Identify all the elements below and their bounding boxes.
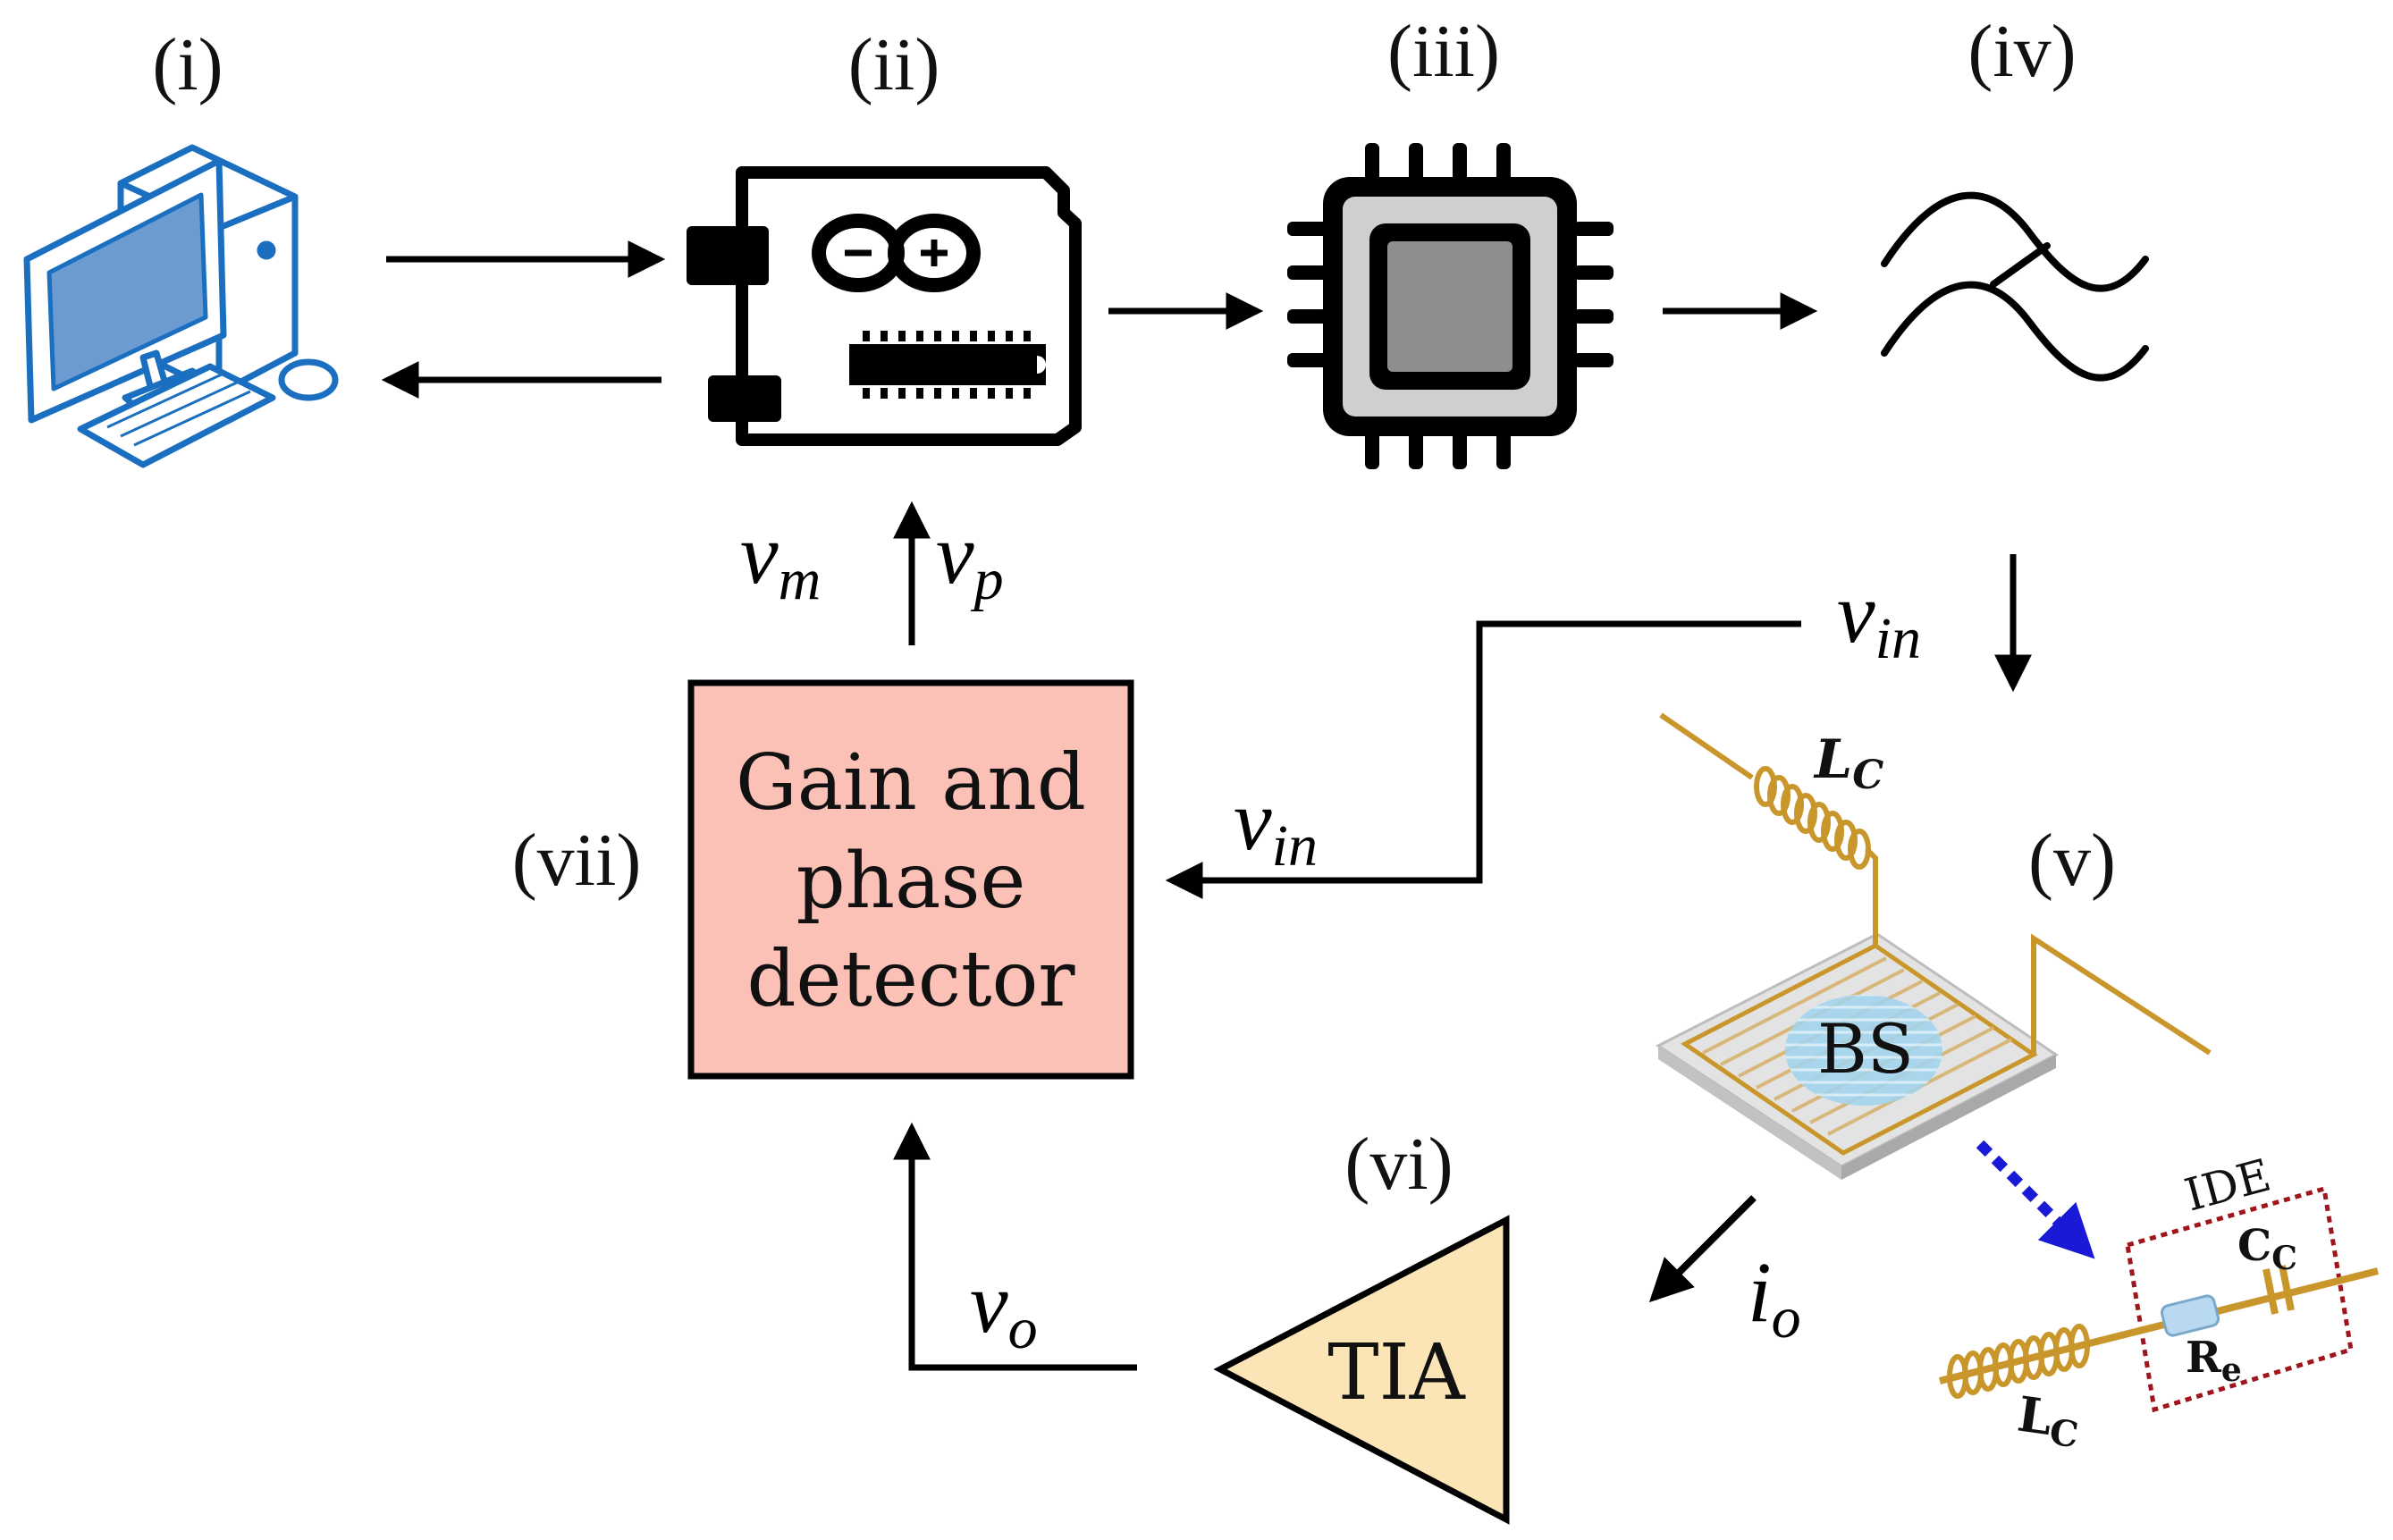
ide-title: IDE [2179,1149,2276,1222]
bs-label: BS [1817,1009,1914,1089]
tia-label: TIA [1327,1328,1465,1418]
stage-label-i: (i) [152,23,223,106]
ic-strip-icon [849,344,1046,385]
signal-vin-top: vin [1837,565,1921,671]
ide-box [2125,1185,2354,1413]
biosensor-device: BS LC [1656,712,2212,1180]
stage-label-iv: (iv) [1967,10,2076,93]
infinity-logo-icon [812,214,981,292]
resistor-icon [2160,1294,2220,1337]
stage-label-v: (v) [2028,819,2116,902]
stage-label-ii: (ii) [848,23,940,106]
ide-equivalent-circuit: IDE LC Re CC [1939,1149,2379,1457]
low-pass-filter-icon [1881,191,2149,382]
signal-vm: vm [740,506,821,612]
stage-label-iii: (iii) [1387,10,1500,93]
detector-label-line3: detector [746,935,1075,1024]
vin-feedback-line [1165,620,1801,899]
microcontroller-board-icon [687,166,1082,446]
gain-phase-detector-box [687,679,1134,1080]
stage-label-vii: (vii) [512,819,642,902]
zoom-arrow [1976,1140,2095,1259]
sensor-coil-label: LC [1813,728,1883,798]
signal-io: io [1748,1244,1801,1351]
ide-capacitor-label: CC [2237,1221,2297,1277]
arrow-sensor-current [1648,1195,1757,1303]
chip-icon [1287,143,1614,469]
signal-vp: vp [936,506,1004,612]
ide-resistor-label: Re [2186,1333,2242,1389]
vo-line [893,1122,1137,1371]
ide-coil-icon [1947,1324,2090,1399]
detector-label-line1: Gain and [736,738,1086,828]
tia-amplifier [1213,1215,1510,1525]
stage-label-vi: (vi) [1344,1123,1453,1206]
signal-vin-mid: vin [1234,772,1318,879]
desktop-computer-icon [23,144,339,468]
detector-label-line2: phase [796,837,1026,926]
ide-coil-label: LC [2013,1384,2084,1456]
power-jack-icon [708,375,781,422]
usb-connector-icon [687,226,769,285]
inductor-coil-icon [1754,766,1871,870]
signal-vo: vo [970,1255,1038,1361]
capacitor-icon [2262,1265,2295,1315]
